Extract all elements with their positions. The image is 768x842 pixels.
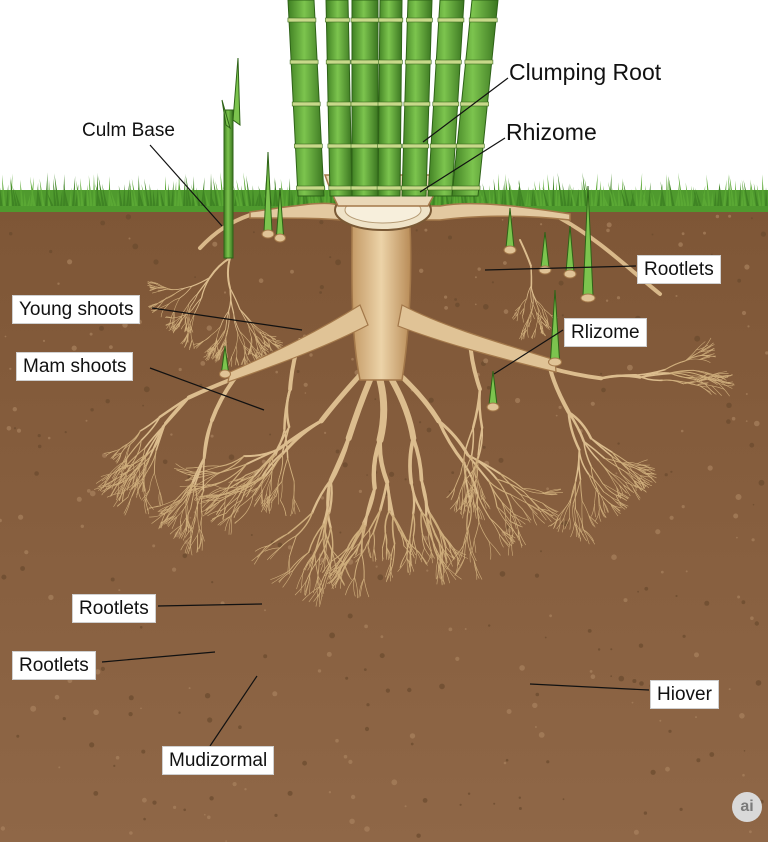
young-shoots	[219, 57, 596, 412]
ai-watermark: ai	[732, 792, 762, 822]
label-rhizome-top: Rhizome	[506, 119, 597, 145]
main-root-trunk	[351, 224, 412, 381]
side-root-right	[397, 304, 557, 373]
side-root-left	[227, 304, 369, 383]
label-rootlets-low: Rootlets	[12, 651, 96, 680]
bamboo-culms	[287, 0, 499, 197]
label-mudizormal: Mudizormal	[162, 746, 275, 775]
label-mam-shoots: Mam shoots	[16, 352, 134, 381]
label-hiover: Hiover	[650, 680, 719, 709]
root-network	[94, 213, 735, 607]
label-rlizome: Rlizome	[564, 318, 647, 347]
label-young-shoots: Young shoots	[12, 295, 141, 324]
label-clumping-root: Clumping Root	[509, 59, 662, 85]
leader-lines	[101, 77, 650, 747]
label-rootlets-right: Rootlets	[637, 255, 721, 284]
label-rootlets-mid: Rootlets	[72, 594, 156, 623]
label-culm-base: Culm Base	[82, 120, 175, 141]
